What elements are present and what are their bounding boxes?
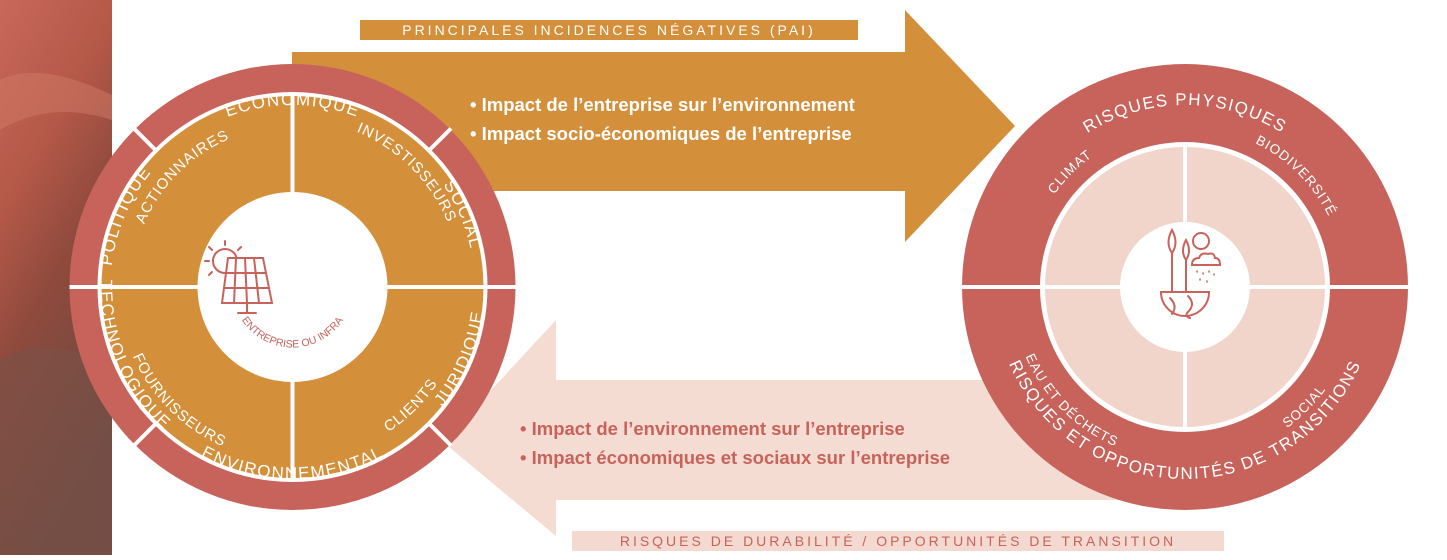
left-wheel xyxy=(69,64,516,510)
earth-nature-icon xyxy=(1159,227,1222,319)
top-arrow-bullets: • Impact de l’entreprise sur l’environne… xyxy=(470,90,855,148)
durabilite-banner: RISQUES DE DURABILITÉ / OPPORTUNITÉS DE … xyxy=(572,531,1224,551)
rock-shadow xyxy=(0,347,112,555)
rock-highlight xyxy=(0,72,112,130)
solar-panel-icon xyxy=(204,240,274,314)
pai-banner: PRINCIPALES INCIDENCES NÉGATIVES (PAI) xyxy=(360,20,858,40)
top-bullet-2: • Impact socio-économiques de l’entrepri… xyxy=(470,123,852,144)
bottom-bullet-1: • Impact de l’environnement sur l’entrep… xyxy=(520,418,905,439)
bottom-arrow xyxy=(443,320,1130,536)
bottom-arrow-bullets: • Impact de l’environnement sur l’entrep… xyxy=(520,414,950,472)
bottom-bullet-2: • Impact économiques et sociaux sur l’en… xyxy=(520,447,951,468)
top-bullet-1: • Impact de l’entreprise sur l’environne… xyxy=(470,94,855,115)
